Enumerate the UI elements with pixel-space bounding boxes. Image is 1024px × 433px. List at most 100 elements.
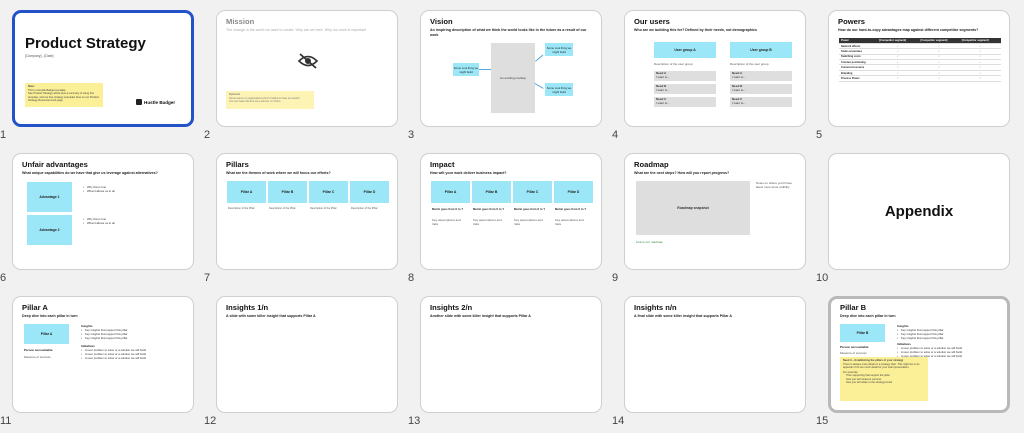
need-detail: I want to... (656, 75, 670, 79)
slide-thumbnail-6[interactable]: Unfair advantages What unique capabiliti… (0, 153, 194, 284)
slide-thumbnail-11[interactable]: Pillar A Deep dive into each pillar in t… (0, 296, 194, 427)
need-label: Need B (732, 84, 743, 88)
check-mark: ✓ (877, 59, 919, 66)
slide-2-note: Optional: Some teams or organisations fi… (226, 91, 314, 109)
powers-table-header: Power [Competitor segment] [Competitor s… (839, 38, 1001, 44)
slide-3-canvas[interactable]: Vision An inspiring description of what … (420, 10, 602, 127)
hidden-eye-icon (297, 53, 319, 69)
connector-line (535, 54, 544, 62)
slide-9-title: Roadmap (634, 160, 669, 169)
slide-1-subtitle: [Company] - [Date] (25, 54, 54, 58)
slide-thumbnail-12[interactable]: Insights 1/n A slide with some killer in… (204, 296, 398, 427)
header-cell: [Competitor segment] (877, 38, 919, 44)
slide-7-subtitle: What are the themes of work where we wil… (226, 171, 331, 175)
need-detail: I want to... (656, 101, 670, 105)
slide-14-subtitle: A final slide with some killer insight t… (634, 314, 732, 318)
check-mark: ✓ (959, 48, 1001, 55)
slide-11-canvas[interactable]: Pillar A Deep dive into each pillar in t… (12, 296, 194, 413)
slide-number: 8 (408, 272, 415, 284)
bullet: Key insights that support this pillar (81, 332, 127, 337)
need-detail: I want to... (656, 88, 670, 92)
slide-14-canvas[interactable]: Insights n/n A final slide with some kil… (624, 296, 806, 413)
insights-bullets: Key insights that support this pillar Ke… (81, 328, 127, 341)
slide-2-title: Mission (226, 17, 255, 26)
pillar-d-box: Pillar D (554, 181, 593, 203)
slide-thumbnail-9[interactable]: Roadmap What are the next steps? How wil… (612, 153, 806, 284)
slide-15-canvas[interactable]: Pillar B Deep dive into each pillar in t… (828, 296, 1010, 413)
pillar-a-box: Pillar A (24, 324, 69, 344)
slide-thumbnail-10[interactable]: Appendix 10 (816, 153, 1010, 284)
need-label: Need B (656, 84, 667, 88)
bullet: Why this is true (83, 185, 115, 190)
roadmap-snapshot: Roadmap snapshot (636, 181, 750, 235)
slide-thumbnail-14[interactable]: Insights n/n A final slide with some kil… (612, 296, 806, 427)
roadmap-side-note: Notes on where you'll have latest more d… (756, 181, 792, 190)
slide-5-canvas[interactable]: Powers How do our hard-to-copy advantage… (828, 10, 1010, 127)
pillar-c-box: Pillar C (309, 181, 348, 203)
slide-thumbnail-1[interactable]: Product Strategy [Company] - [Date] Note… (0, 10, 194, 141)
slide-15-note-sub: For example: (843, 370, 859, 374)
roadmap-link[interactable]: Link to our roadmap (636, 240, 663, 244)
bullet: Key insights that support this pillar (897, 328, 943, 333)
slide-2-note-line-2: Some teams or organisations find it help… (229, 96, 300, 100)
slide-2-canvas[interactable]: Mission The change in the world we want … (216, 10, 398, 127)
bullet: Why this is true (83, 217, 115, 222)
slide-13-canvas[interactable]: Insights 2/n Another slide with some kil… (420, 296, 602, 413)
slide-thumbnail-2[interactable]: Mission The change in the world we want … (204, 10, 398, 141)
check-mark: ✓ (918, 48, 960, 55)
pillar-a-assumptions: Key assumptions and risks (432, 218, 461, 227)
bullet: A user problem to solve or a solution we… (897, 346, 962, 351)
check-mark: ✓ (918, 75, 960, 82)
slide-thumbnail-13[interactable]: Insights 2/n Another slide with some kil… (408, 296, 602, 427)
slide-number: 7 (204, 272, 211, 284)
slide-8-canvas[interactable]: Impact How will your work deliver busine… (420, 153, 602, 270)
slide-12-canvas[interactable]: Insights 1/n A slide with some killer in… (216, 296, 398, 413)
slide-1-note-line-1: This is a Hustle Badger template. (28, 88, 67, 92)
slide-11-title: Pillar A (22, 303, 48, 312)
check-mark: ✓ (959, 70, 1001, 77)
slide-4-canvas[interactable]: Our users Who are we building this for? … (624, 10, 806, 127)
pillar-b-box: Pillar B (268, 181, 307, 203)
advantage-2-bullets: Why this is true What it allows us to do (83, 217, 115, 226)
slide-thumbnail-7[interactable]: Pillars What are the themes of work wher… (204, 153, 398, 284)
insights-bullets: Key insights that support this pillar Ke… (897, 328, 943, 341)
row-label: Network effects (839, 43, 878, 50)
slide-number: 4 (612, 129, 619, 141)
check-mark: ✓ (877, 64, 919, 71)
check-mark: ✓ (918, 59, 960, 66)
pillar-c-box: Pillar C (513, 181, 552, 203)
slide-9-canvas[interactable]: Roadmap What are the next steps? How wil… (624, 153, 806, 270)
slide-number: 14 (612, 415, 625, 427)
slide-7-canvas[interactable]: Pillars What are the themes of work wher… (216, 153, 398, 270)
pillar-a-description: Description of the Pillar (228, 207, 255, 210)
header-cell: [Competitor segment] (918, 38, 960, 44)
slide-thumbnail-4[interactable]: Our users Who are we building this for? … (612, 10, 806, 141)
slide-number: 1 (0, 129, 7, 141)
initiatives-label: Initiatives (897, 342, 911, 346)
pillar-c-metric: Metric goes from X to Y (514, 207, 546, 211)
slide-2-note-line-1: Optional: (229, 93, 241, 96)
slide-15-note-item: How you will measure success (846, 377, 882, 381)
pillar-d-box: Pillar D (350, 181, 389, 203)
slide-number: 5 (816, 129, 823, 141)
bullet: What it allows us to do (83, 221, 115, 226)
slide-6-canvas[interactable]: Unfair advantages What unique capabiliti… (12, 153, 194, 270)
slide-thumbnail-15[interactable]: Pillar B Deep dive into each pillar in t… (816, 296, 1010, 427)
slide-10-title: Appendix (884, 203, 954, 220)
check-mark: ✓ (877, 43, 919, 50)
slide-15-title: Pillar B (840, 303, 867, 312)
slide-3-right-box-2: Some cool thing we might build (545, 83, 573, 96)
slide-1-canvas[interactable]: Product Strategy [Company] - [Date] Note… (12, 10, 194, 127)
slide-1-note: Note: This is a Hustle Badger template. … (25, 83, 103, 107)
pillar-d-metric: Metric goes from X to Y (555, 207, 587, 211)
slide-thumbnail-8[interactable]: Impact How will your work deliver busine… (408, 153, 602, 284)
slide-thumbnail-5[interactable]: Powers How do our hard-to-copy advantage… (816, 10, 1010, 141)
connector-line (534, 83, 544, 89)
slide-10-canvas[interactable]: Appendix (828, 153, 1010, 270)
check-mark: ✓ (918, 54, 960, 61)
row-label: Branding (839, 70, 878, 77)
slide-thumbnail-3[interactable]: Vision An inspiring description of what … (408, 10, 602, 141)
slide-1-note-line-2: See Product Strategy article plus a summ… (28, 92, 99, 102)
